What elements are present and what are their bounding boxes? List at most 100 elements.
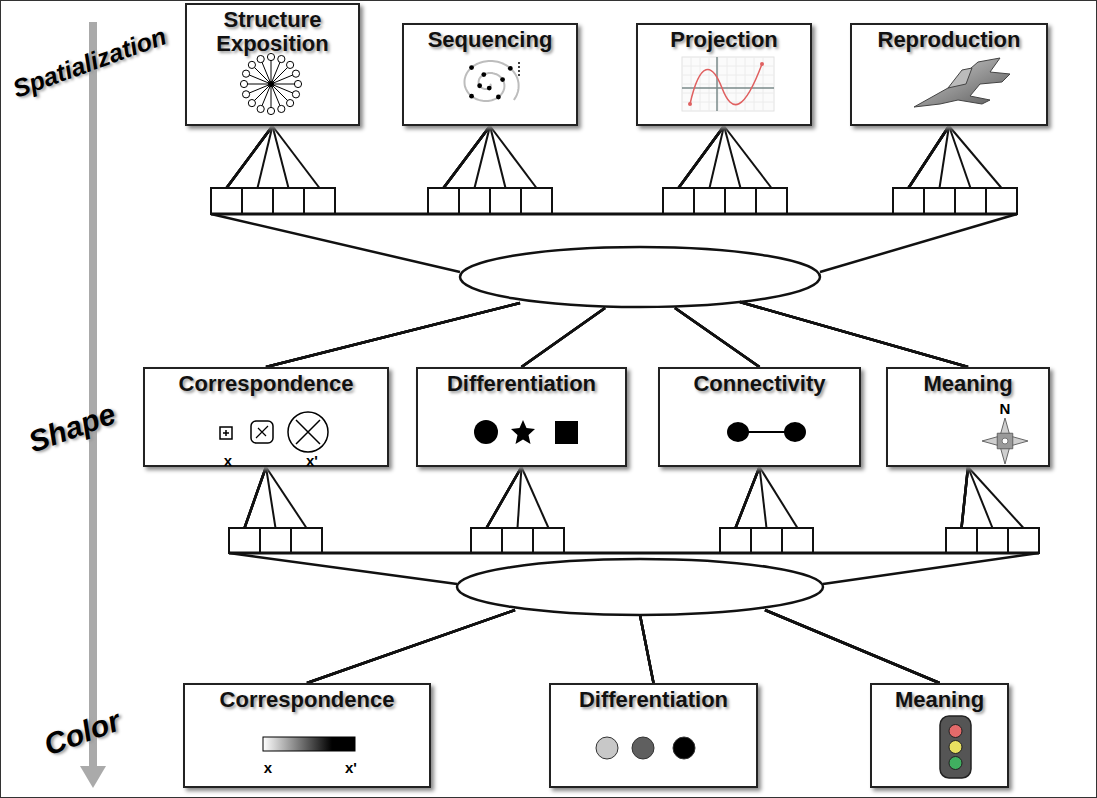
slot-square <box>521 188 552 214</box>
slot-square <box>459 188 490 214</box>
connector <box>245 467 940 683</box>
spiral <box>465 61 519 101</box>
spiral-dot <box>500 77 505 82</box>
spiral-dot <box>496 95 501 100</box>
slot-square <box>725 188 756 214</box>
connector <box>675 126 949 367</box>
slot-square <box>986 188 1017 214</box>
category-box: Reproduction <box>850 23 1048 126</box>
spoke-node <box>257 55 264 62</box>
axis-arrow <box>89 22 97 768</box>
connector <box>675 126 760 367</box>
connector <box>444 126 760 367</box>
connector <box>679 126 969 367</box>
connector <box>444 126 606 367</box>
spoke-node <box>292 70 299 77</box>
level-label: Color <box>39 704 124 763</box>
connector <box>740 126 968 367</box>
box-title: Sequencing <box>404 25 576 52</box>
spoke-node <box>286 61 293 68</box>
spiral-dot <box>508 66 513 71</box>
connector <box>227 126 606 367</box>
connector <box>487 467 940 683</box>
spoke-node <box>278 55 285 62</box>
connector <box>227 126 969 367</box>
axis-arrowhead <box>80 766 106 788</box>
slot-square <box>1008 528 1039 553</box>
box-title: Structure Exposition <box>187 5 358 56</box>
slot-square <box>490 188 521 214</box>
spoke-node <box>267 107 274 114</box>
dot-trail <box>518 66 520 68</box>
spiral-dot <box>469 94 474 99</box>
fan-line <box>968 467 993 528</box>
fan-line <box>490 126 537 188</box>
connector <box>307 467 522 683</box>
spoke-node <box>286 99 293 106</box>
axis-mark: x <box>264 759 272 776</box>
slot-square <box>955 188 986 214</box>
slot-square <box>273 188 304 214</box>
correspondence-shape-icon <box>220 412 328 452</box>
spoke-node <box>294 80 301 87</box>
axis-mark: x' <box>345 759 357 776</box>
connector <box>266 126 520 367</box>
box-title: Correspondence <box>185 685 429 712</box>
slot-square <box>242 188 273 214</box>
slot-square <box>977 528 1008 553</box>
bar-link <box>211 214 460 272</box>
dot-trail <box>518 62 520 64</box>
fan-line <box>518 467 522 528</box>
connector <box>522 126 950 367</box>
slot-square <box>946 528 977 553</box>
spiral-dot <box>469 65 474 70</box>
fan-line <box>522 467 549 528</box>
fan-line <box>949 126 971 188</box>
fan-line <box>273 126 320 188</box>
connector <box>266 126 724 367</box>
axis-mark: N <box>1000 400 1011 417</box>
box-title: Meaning <box>888 369 1048 396</box>
merge-ellipse <box>457 559 823 615</box>
slot-square <box>924 188 955 214</box>
category-box: Correspondence <box>143 367 389 467</box>
bar-link <box>823 553 1039 584</box>
box-title: Meaning <box>872 685 1007 712</box>
slot-square <box>428 188 459 214</box>
box-title: Connectivity <box>660 369 859 396</box>
compass-icon <box>982 418 1028 464</box>
box-title: Projection <box>638 25 810 52</box>
fan-line <box>724 126 772 188</box>
box-title: Correspondence <box>145 369 387 396</box>
fan-line <box>760 467 798 528</box>
category-box: Differentiation <box>416 367 627 467</box>
connector <box>227 126 760 367</box>
slot-square <box>756 188 787 214</box>
grey-circles-icon <box>596 737 695 759</box>
traffic-light-icon <box>940 716 971 778</box>
slot-square <box>291 528 322 553</box>
slot-square <box>720 528 751 553</box>
bar <box>229 552 1039 555</box>
spiral-dot <box>487 86 492 91</box>
spoke-node <box>242 91 249 98</box>
category-box: Structure Exposition <box>185 3 360 126</box>
slot-square <box>533 528 564 553</box>
fan-line <box>968 467 1024 528</box>
box-title: Differentiation <box>418 369 625 396</box>
axis-mark: x' <box>306 452 318 469</box>
bar <box>211 213 1017 216</box>
bar-link <box>820 214 1017 272</box>
slot-square <box>260 528 291 553</box>
connector <box>640 467 760 683</box>
fan-line <box>266 467 276 528</box>
graph-icon <box>682 57 774 111</box>
fan-line <box>266 467 307 528</box>
box-title: Differentiation <box>551 685 756 712</box>
slot-square <box>782 528 813 553</box>
slot-square <box>229 528 260 553</box>
merge-ellipse <box>460 247 820 307</box>
